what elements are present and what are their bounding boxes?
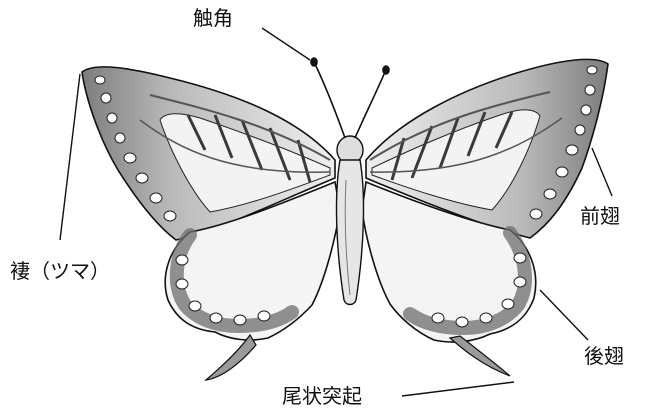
- antenna-label: 触角: [193, 8, 233, 28]
- hindwing-label: 後翅: [584, 346, 624, 366]
- antenna-leader-line: [262, 28, 310, 60]
- forewing-label: 前翅: [580, 206, 620, 226]
- right-forewing: [362, 59, 608, 376]
- forewing-leader-line: [592, 148, 612, 196]
- tail-leader-line: [402, 382, 514, 396]
- right-tail: [450, 336, 510, 376]
- left-tail: [206, 335, 256, 380]
- apex-label: 褄（ツマ）: [10, 261, 110, 281]
- apex-leader-line: [60, 74, 80, 240]
- antennae: [311, 58, 389, 138]
- hindwing-leader-line: [540, 290, 588, 340]
- left-forewing: [82, 67, 340, 380]
- tail-label: 尾状突起: [282, 386, 362, 406]
- butterfly-body: [337, 136, 364, 305]
